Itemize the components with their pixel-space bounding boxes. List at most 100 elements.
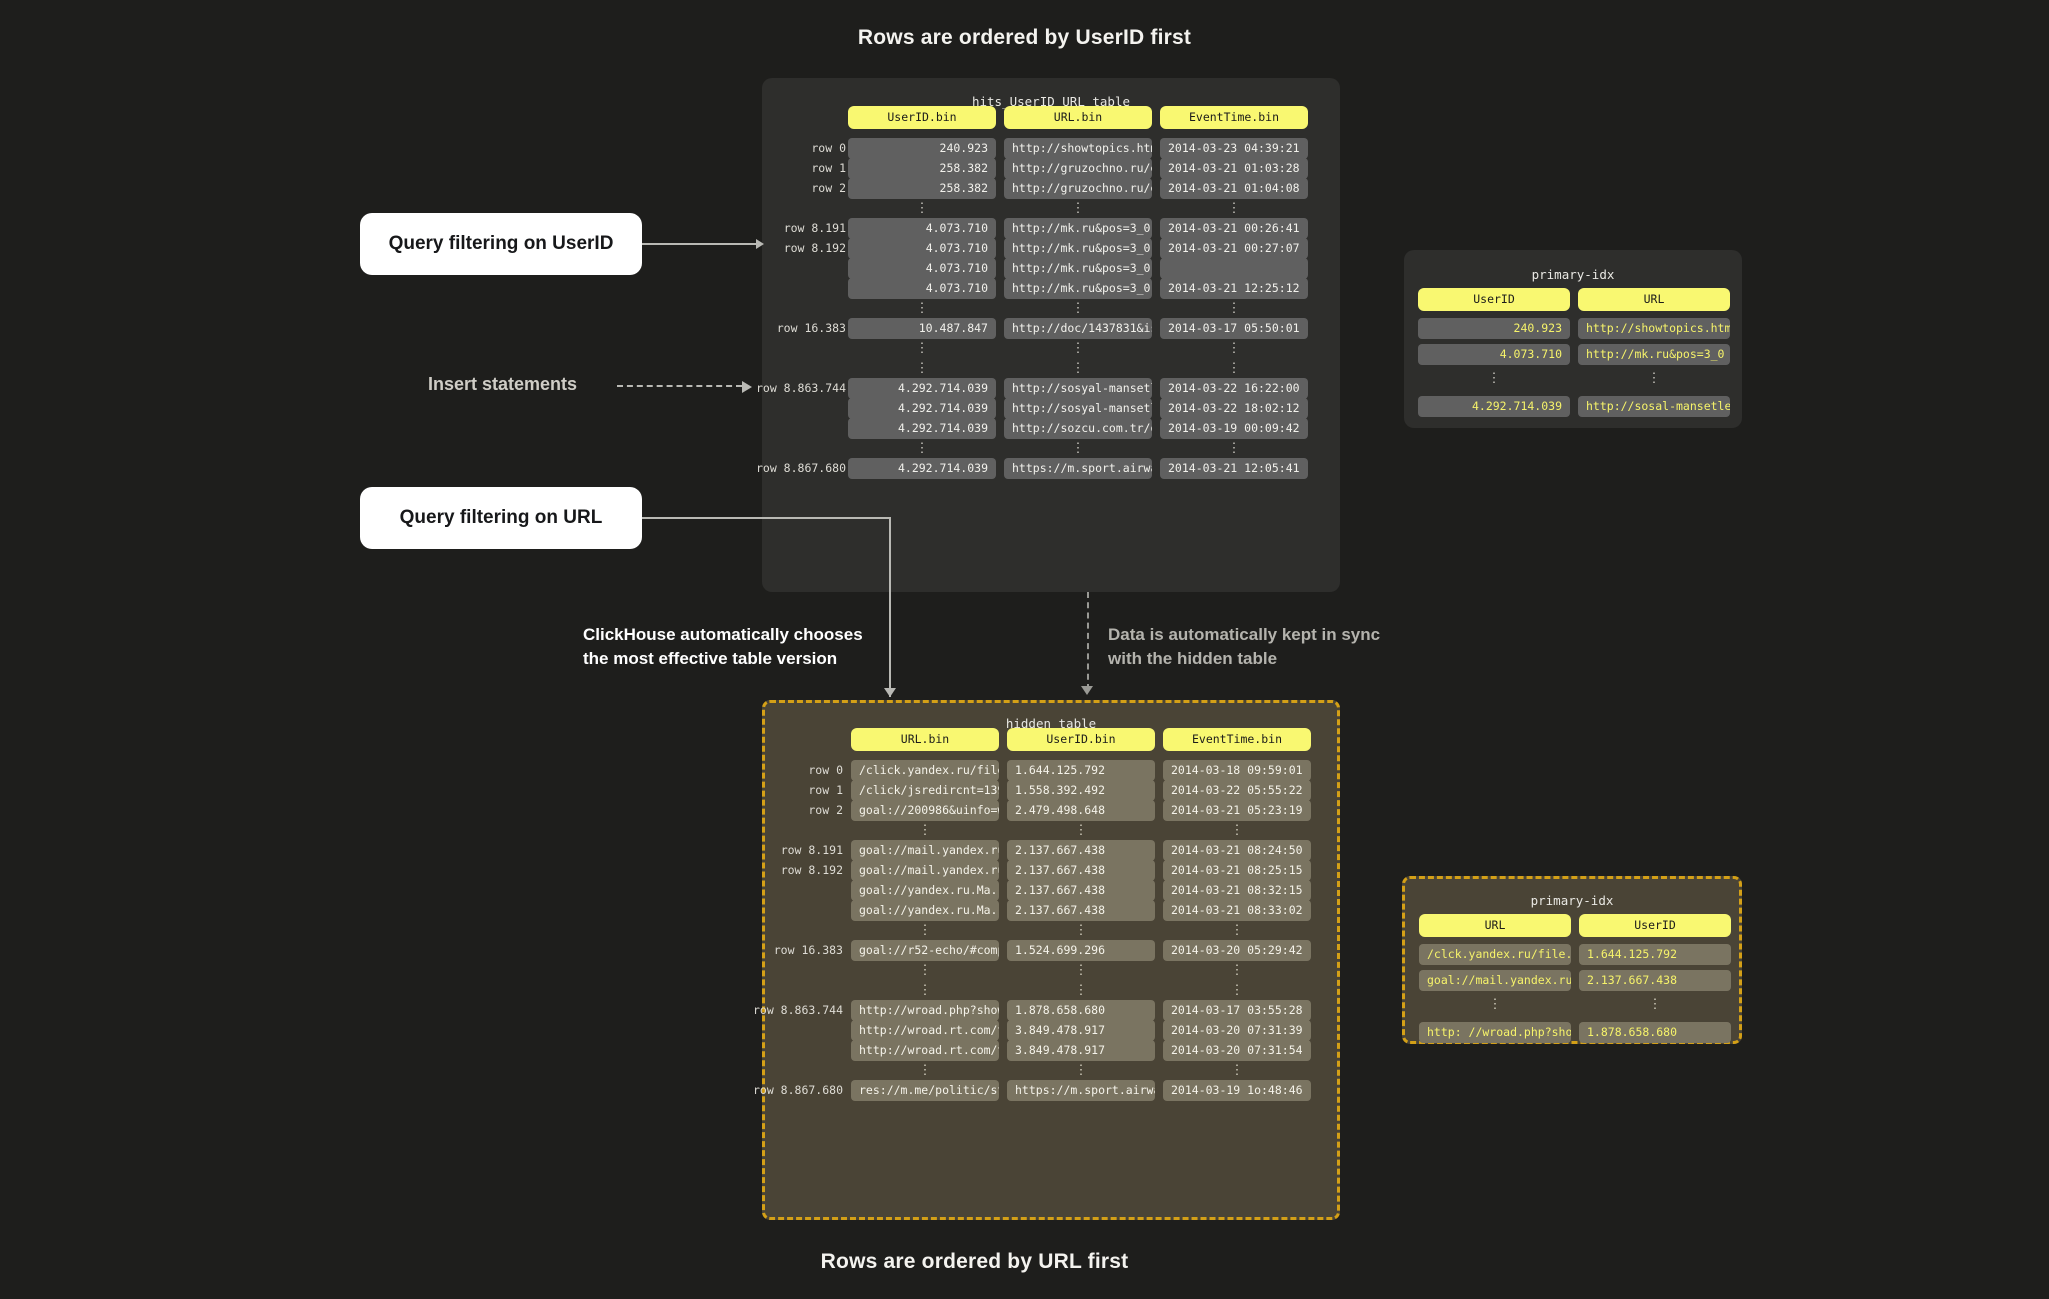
row-label: row 8.863.744 <box>752 1003 843 1017</box>
table-cell: 2.137.667.438 <box>1007 840 1155 861</box>
table-cell: 4.073.710 <box>848 278 996 299</box>
table-cell: http://showtopics.html%3... <box>1004 138 1152 159</box>
table-row: http://wroad.rt.com/tr/...3.849.478.9172… <box>765 1020 1337 1041</box>
ellipsis-row: ⋮⋮⋮ <box>765 920 1337 941</box>
table-cell: 1.558.392.492 <box>1007 780 1155 801</box>
idx-cell: goal://mail.yandex.ru/Ma... <box>1419 970 1571 991</box>
table-row: row 2258.382http://gruzochno.ru/ekat...2… <box>762 178 1340 199</box>
idx-cell: 4.073.710 <box>1418 344 1570 365</box>
idx-cell: 2.137.667.438 <box>1579 970 1731 991</box>
idx-cell: /clck.yandex.ru/file.com... <box>1419 944 1571 965</box>
table-cell: http://wroad.php?show/7... <box>851 1000 999 1021</box>
vertical-ellipsis-icon: ⋮ <box>1488 996 1502 1011</box>
row-label: row 1 <box>808 783 843 797</box>
table-row: row 8.192goal://mail.yandex.ru/Ma...2.13… <box>765 860 1337 881</box>
table-row: row 8.867.680 res://m.me/politic/stati...… <box>753 1080 1337 1101</box>
row-label: row 8.192 <box>783 241 846 255</box>
idx-row: goal://mail.yandex.ru/Ma... 2.137.667.438 <box>1405 970 1739 991</box>
bottom-table-title: hidden table <box>1005 716 1097 731</box>
vertical-ellipsis-icon: ⋮ <box>1487 370 1501 385</box>
vertical-ellipsis-icon: ⋮ <box>1230 982 1244 997</box>
table-cell: https://m.sport.airway/? <box>1004 458 1152 479</box>
table-cell: /click/jsredircnt=1395412... <box>851 780 999 801</box>
row-label: row 8.863.744 <box>755 381 846 395</box>
table-cell: http://wroad.rt.com/tr/... <box>851 1020 999 1041</box>
table-cell: http://gruzochno.ru/ekat... <box>1004 158 1152 179</box>
table-cell: 2014-03-22 05:55:22 <box>1163 780 1311 801</box>
ellipsis-row: ⋮⋮⋮ <box>762 438 1340 459</box>
vertical-ellipsis-icon: ⋮ <box>1648 996 1662 1011</box>
row-label: row 1 <box>811 161 846 175</box>
column-header-userid-bin: UserID.bin <box>1007 728 1155 751</box>
idx-cell: http://sosal-mansetleri... <box>1578 396 1730 417</box>
row-label: row 8.867.680 <box>755 461 846 475</box>
table-row: row 1/click/jsredircnt=1395412... 1.558.3… <box>765 780 1337 801</box>
table-row: row 2goal://200986&uinfo=wn-1...2.479.49… <box>765 800 1337 821</box>
table-cell: 2014-03-22 16:22:00 <box>1160 378 1308 399</box>
column-header-url-bin: URL.bin <box>1004 106 1152 129</box>
insert-statements-dashline <box>617 385 742 387</box>
connector-url-line-v2 <box>889 592 891 692</box>
table-cell: 2014-03-21 12:05:41 <box>1160 458 1308 479</box>
table-cell: 2014-03-20 07:31:54 <box>1163 1040 1311 1061</box>
table-cell: 2.479.498.648 <box>1007 800 1155 821</box>
vertical-ellipsis-icon: ⋮ <box>918 1062 932 1077</box>
table-cell: http://sosyal-mansetleri... <box>1004 378 1152 399</box>
table-cell: res://m.me/politic/stati... <box>851 1080 999 1101</box>
vertical-ellipsis-icon: ⋮ <box>1227 340 1241 355</box>
table-cell: 4.073.710 <box>848 238 996 259</box>
table-cell: http://mk.ru&pos=3_0 <box>1004 258 1152 279</box>
table-row: 4.292.714.039http://sosyal-mansetleri...… <box>762 398 1340 419</box>
vertical-ellipsis-icon: ⋮ <box>1227 300 1241 315</box>
table-row: row 1258.382http://gruzochno.ru/ekat...2… <box>762 158 1340 179</box>
vertical-ellipsis-icon: ⋮ <box>915 360 929 375</box>
table-cell: goal://r52-echo/#compose... <box>851 940 999 961</box>
ellipsis-row: ⋮⋮⋮ <box>765 1060 1337 1081</box>
insert-statements-arrowhead <box>742 381 752 393</box>
vertical-ellipsis-icon: ⋮ <box>1074 1062 1088 1077</box>
table-cell: 2014-03-21 00:26:41 <box>1160 218 1308 239</box>
vertical-ellipsis-icon: ⋮ <box>1227 360 1241 375</box>
table-cell: 2014-03-23 04:39:21 <box>1160 138 1308 159</box>
table-cell: 1.878.658.680 <box>1007 1000 1155 1021</box>
table-cell: 2.137.667.438 <box>1007 860 1155 881</box>
idx-ellipsis-row: ⋮⋮ <box>1404 370 1742 388</box>
table-row: row 8.863.744 http://wroad.php?show/7... 1… <box>753 1000 1337 1021</box>
table-cell: 3.849.478.917 <box>1007 1020 1155 1041</box>
page-title-bottom: Rows are ordered by URL first <box>0 1250 2049 1274</box>
idx-column-header-userid: UserID <box>1579 914 1731 937</box>
table-row: row 0/click.yandex.ru/file.co ...1.644.1… <box>765 760 1337 781</box>
column-header-eventtime-bin: EventTime.bin <box>1163 728 1311 751</box>
table-cell: /click.yandex.ru/file.co ... <box>851 760 999 781</box>
vertical-ellipsis-icon: ⋮ <box>1071 340 1085 355</box>
table-cell: http://sozcu.com.tr/oaut <box>1004 418 1152 439</box>
vertical-ellipsis-icon: ⋮ <box>918 922 932 937</box>
idx-row: /clck.yandex.ru/file.com...1.644.125.792 <box>1405 944 1739 965</box>
vertical-ellipsis-icon: ⋮ <box>1071 200 1085 215</box>
table-cell: 2014-03-19 1o:48:46 <box>1163 1080 1311 1101</box>
vertical-ellipsis-icon: ⋮ <box>1074 822 1088 837</box>
table-cell: 2014-03-21 08:32:15 <box>1163 880 1311 901</box>
idx-row: 4.292.714.039http://sosal-mansetleri... <box>1404 396 1742 417</box>
connector-url-line-h <box>642 517 891 519</box>
vertical-ellipsis-icon: ⋮ <box>1071 440 1085 455</box>
table-cell: 240.923 <box>848 138 996 159</box>
table-cell: 1.524.699.296 <box>1007 940 1155 961</box>
table-cell: https://m.sport.airway/? <box>1007 1080 1155 1101</box>
table-row: http://wroad.rt.com/tr/...3.849.478.9172… <box>765 1040 1337 1061</box>
vertical-ellipsis-icon: ⋮ <box>1227 200 1241 215</box>
row-label: row 8.867.680 <box>752 1083 843 1097</box>
table-cell: 2014-03-20 05:29:42 <box>1163 940 1311 961</box>
callout-query-filtering-url[interactable]: Query filtering on URL <box>360 487 642 549</box>
table-cell: 4.073.710 <box>848 218 996 239</box>
table-row: 4.292.714.039http://sozcu.com.tr/oaut201… <box>762 418 1340 439</box>
callout-query-filtering-userid[interactable]: Query filtering on UserID <box>360 213 642 275</box>
vertical-ellipsis-icon: ⋮ <box>915 200 929 215</box>
table-row: row 16.383goal://r52-echo/#compose...1.5… <box>765 940 1337 961</box>
